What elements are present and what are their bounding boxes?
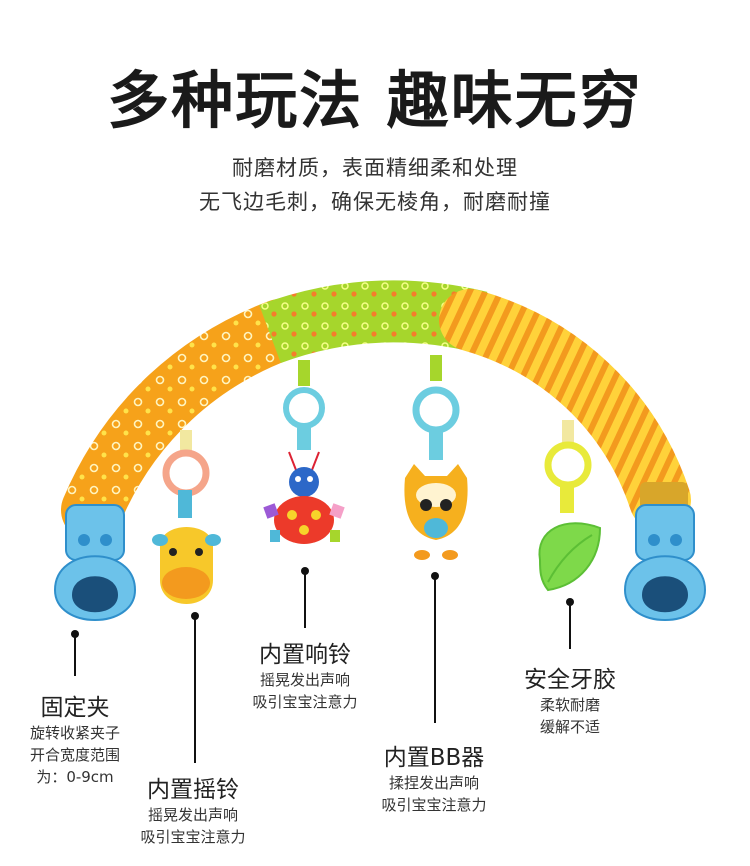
callout-line-bell <box>304 573 306 628</box>
callout-dot-bell <box>301 567 309 575</box>
callout-teether-desc-1: 柔软耐磨 <box>539 696 600 714</box>
subtitle-line-2: 无飞边毛刺，确保无棱角，耐磨耐撞 <box>199 190 551 214</box>
owl-squeaker-icon <box>404 355 468 560</box>
callout-rattle-desc-2: 吸引宝宝注意力 <box>140 828 246 846</box>
ladybug-bell-icon <box>263 360 345 544</box>
callout-line-squeaker <box>434 578 436 723</box>
subtitle-line-1: 耐磨材质，表面精细柔和处理 <box>232 156 518 180</box>
callout-line-clip <box>74 636 76 676</box>
callout-line-rattle <box>194 618 196 763</box>
callout-clip-desc-1: 旋转收紧夹子 <box>29 724 120 742</box>
leaf-teether-icon <box>538 420 602 592</box>
callout-bell-desc-1: 摇晃发出声响 <box>259 671 350 689</box>
callout-squeaker-title: 内置BB器 <box>383 745 485 771</box>
right-clip-icon <box>623 482 707 621</box>
callout-rattle-desc-1: 摇晃发出声响 <box>147 806 238 824</box>
callout-teether: 安全牙胶 柔软耐磨 缓解不适 <box>500 660 640 738</box>
callout-dot-teether <box>566 598 574 606</box>
arch-right-segment <box>439 289 691 531</box>
callout-dot-clip <box>71 630 79 638</box>
callout-bell-desc-2: 吸引宝宝注意力 <box>252 693 358 711</box>
callout-dot-rattle <box>191 612 199 620</box>
giraffe-rattle-icon <box>152 430 221 604</box>
callout-squeaker: 内置BB器 揉捏发出声响 吸引宝宝注意力 <box>358 738 510 816</box>
callout-rattle-title: 内置摇铃 <box>147 777 239 803</box>
callout-rattle: 内置摇铃 摇晃发出声响 吸引宝宝注意力 <box>118 770 268 848</box>
callout-clip-title: 固定夹 <box>40 695 110 721</box>
page-headline: 多种玩法 趣味无穷 <box>107 64 643 137</box>
callout-teether-desc-2: 缓解不适 <box>539 718 600 736</box>
callout-clip-desc-2: 开合宽度范围 <box>29 746 120 764</box>
callout-squeaker-desc-2: 吸引宝宝注意力 <box>381 796 487 814</box>
callout-teether-title: 安全牙胶 <box>524 667 616 693</box>
callout-clip: 固定夹 旋转收紧夹子 开合宽度范围 为：0-9cm <box>15 688 135 788</box>
arch-left-segment <box>61 299 311 541</box>
left-clip-icon <box>53 504 137 621</box>
callout-line-teether <box>569 604 571 649</box>
callout-bell-title: 内置响铃 <box>259 642 351 668</box>
callout-bell: 内置响铃 摇晃发出声响 吸引宝宝注意力 <box>230 635 380 713</box>
callout-squeaker-desc-1: 揉捏发出声响 <box>388 774 479 792</box>
callout-clip-desc-3: 为：0-9cm <box>36 768 114 786</box>
callout-dot-squeaker <box>431 572 439 580</box>
